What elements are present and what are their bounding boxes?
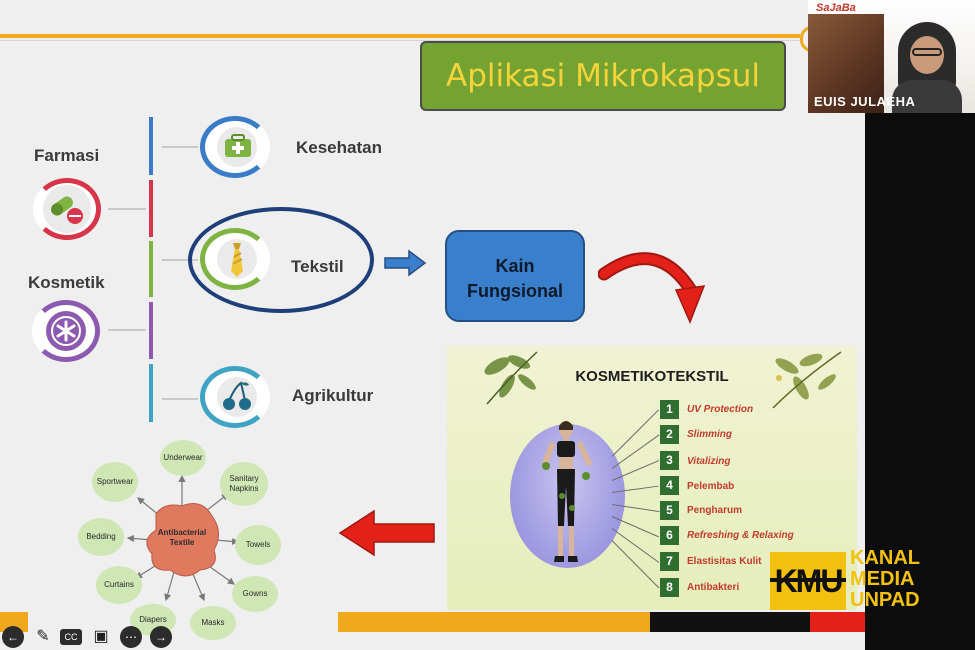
speaker-figure-icon [892,18,962,113]
blue-arrow-right [384,249,427,277]
corner-shape [800,26,812,52]
feature-number-5: 5 [660,501,679,520]
necktie-icon [217,239,257,279]
cc-icon[interactable]: CC [60,629,82,645]
model-figure-icon [542,421,592,562]
feature-number-8: 8 [660,578,679,597]
right-black-panel [865,113,975,650]
tekstil-icon-circle [200,228,270,290]
forward-icon[interactable]: → [150,626,172,648]
connector-agrikultur [162,398,198,400]
feature-text-7: Elastisitas Kulit [687,556,762,567]
camera-icon[interactable]: ▣ [93,628,109,645]
kosmetik-label: Kosmetik [28,273,105,292]
bubble-masks: Masks [190,606,236,640]
kosmetik-icon-circle [32,300,100,362]
feature-number-6: 6 [660,526,679,545]
feature-text-1: UV Protection [687,404,754,415]
feature-text-4: Pelembab [687,481,735,492]
kesehatan-label: Kesehatan [296,138,382,157]
top-gray-line [0,40,800,41]
speaker-background-building [808,14,884,113]
leaf-decoration-left-icon [484,351,538,405]
bottom-bar-black [650,612,810,632]
pill-icon [43,185,91,233]
slide-title: Aplikasi Mikrokapsul [420,41,786,111]
connector-kesehatan [162,146,198,148]
bubble-gowns: Gowns [232,576,278,612]
tekstil-highlight-ellipse [188,207,374,313]
kosmetikotekstil-panel: KOSMETIKOTEKSTIL 1 UV Protection [447,346,857,610]
speaker-video: SaJaBa EUIS JULAEHA [808,0,975,113]
connector-farmasi [108,208,146,210]
kosmetikotekstil-title: KOSMETIKOTEKSTIL [575,368,729,385]
kesehatan-icon-circle [200,116,270,178]
kmu-line2: MEDIA [850,568,915,590]
tekstil-label: Tekstil [291,257,344,276]
mindmap-center: Antibacterial Textile [150,528,214,548]
bottom-bar-orange [338,612,650,632]
feature-number-7: 7 [660,552,679,571]
back-icon[interactable]: ← [2,626,24,648]
timeline-segment-blue [149,117,153,175]
asterisk-icon [46,311,86,351]
timeline-segment-cyan [149,364,153,422]
bubble-sportwear: Sportwear [92,462,138,502]
mindmap-center-line2: Textile [169,538,195,547]
feature-text-8: Antibakteri [687,582,740,593]
timeline-segment-green [149,241,153,297]
kain-fungsional-box: Kain Fungsional [445,230,585,322]
top-orange-line [0,34,800,38]
pen-icon[interactable]: ✎ [36,628,50,645]
agrikultur-icon-circle [200,366,270,428]
bubble-underwear: Underwear [160,440,206,476]
red-arrow-left [338,509,435,557]
speaker-name: EUIS JULAEHA [814,94,916,109]
feature-number-4: 4 [660,476,679,495]
bubble-towels: Towels [235,525,281,565]
mindmap-center-line1: Antibacterial [157,528,207,537]
medical-kit-icon [217,127,257,167]
feature-number-2: 2 [660,425,679,444]
feature-number-1: 1 [660,400,679,419]
cherry-icon [217,377,257,417]
kmu-line1: KANAL [850,547,920,569]
timeline-segment-purple [149,302,153,359]
timeline-segment-red [149,180,153,237]
more-icon[interactable]: ⋯ [120,626,142,648]
mindmap-arrows [126,474,240,602]
agrikultur-label: Agrikultur [292,386,374,405]
feature-connector-line [611,540,660,589]
kain-line2: Fungsional [467,281,563,301]
bottom-bar-red [810,612,865,632]
bubble-bedding: Bedding [78,518,124,556]
red-curved-arrow [598,252,706,324]
kmu-line3: UNPAD [850,589,920,611]
kmu-logo-mark: KMU [770,544,846,612]
bubble-sanitary-napkins: Sanitary Napkins [220,462,268,506]
connector-kosmetik [108,329,146,331]
farmasi-icon-circle [33,178,101,240]
connector-tekstil [162,259,198,261]
feature-text-6: Refreshing & Relaxing [687,530,794,541]
kain-line1: Kain [495,256,535,276]
feature-text-2: Slimming [687,429,733,440]
leaf-decoration-right-icon [772,351,842,409]
presentation-slide: Aplikasi Mikrokapsul Farmasi Kosmetik [0,26,865,648]
feature-text-3: Vitalizing [687,456,731,467]
feature-number-3: 3 [660,451,679,470]
feature-text-5: Pengharum [687,505,743,516]
speaker-logo-text: SaJaBa [816,2,856,14]
bubble-curtains: Curtains [96,566,142,604]
farmasi-label: Farmasi [34,146,100,165]
